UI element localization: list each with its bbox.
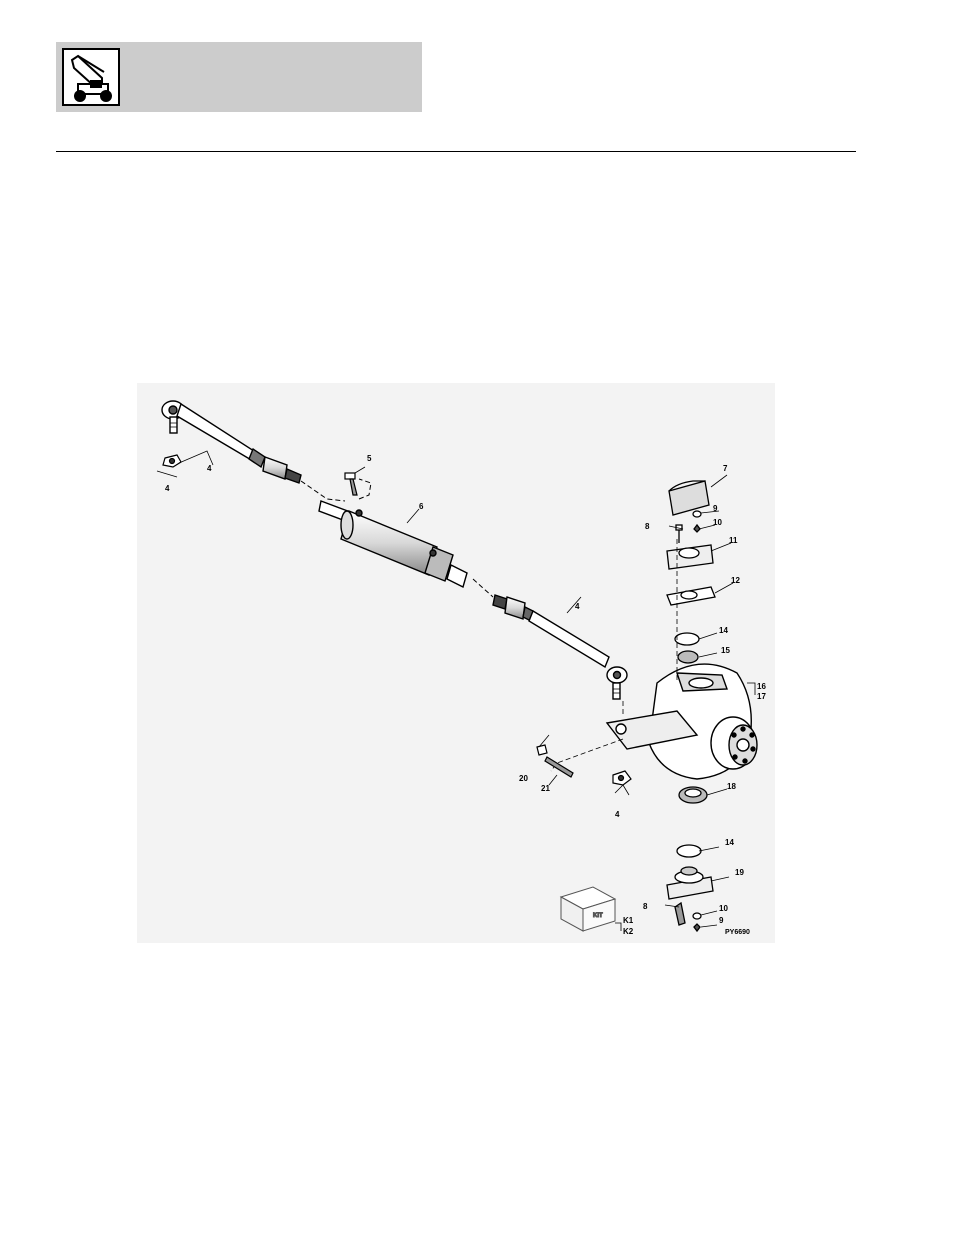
callout-5: 5 xyxy=(367,454,372,463)
steering-cylinder xyxy=(319,501,467,587)
hex-nut-left xyxy=(163,455,181,467)
callout-14-lower: 14 xyxy=(725,838,734,847)
figure-id: PY6690 xyxy=(725,929,750,936)
bearing-18 xyxy=(679,787,707,803)
callout-8-upper: 8 xyxy=(645,522,650,531)
callout-7: 7 xyxy=(723,464,728,473)
kit-box-label: KIT xyxy=(593,913,603,919)
callout-6: 6 xyxy=(419,502,424,511)
stud-21 xyxy=(545,757,573,777)
callout-10-upper: 10 xyxy=(713,518,722,527)
callout-10-lower: 10 xyxy=(719,904,728,913)
callout-4-left-upper: 4 xyxy=(207,464,212,473)
header-rule xyxy=(56,151,856,152)
callout-20: 20 xyxy=(519,774,528,783)
callout-14-upper: 14 xyxy=(719,626,728,635)
grease-fitting-20 xyxy=(537,745,547,755)
callout-9-lower: 9 xyxy=(719,916,724,925)
callout-4-lower: 4 xyxy=(615,810,620,819)
callout-8-lower: 8 xyxy=(643,902,648,911)
callout-9-upper: 9 xyxy=(713,504,718,513)
callout-12: 12 xyxy=(731,576,740,585)
callout-21: 21 xyxy=(541,784,550,793)
callout-4-left-lower: 4 xyxy=(165,484,170,493)
lower-king-pin-parts xyxy=(667,845,713,931)
kit-box-icon: KIT xyxy=(561,887,615,931)
callout-k1: K1 xyxy=(623,916,634,925)
header-band xyxy=(56,42,422,112)
right-tie-rod xyxy=(493,595,627,699)
steering-knuckle xyxy=(607,664,757,779)
left-tie-rod xyxy=(162,401,301,483)
callout-15: 15 xyxy=(721,646,730,655)
exploded-parts-diagram: KIT xyxy=(137,383,775,943)
bolt-5 xyxy=(345,473,357,495)
callout-k2: K2 xyxy=(623,927,634,936)
callout-11: 11 xyxy=(729,536,738,545)
callout-19: 19 xyxy=(735,868,744,877)
hex-nut-lower xyxy=(613,771,631,785)
callout-17: 17 xyxy=(757,692,766,701)
callout-18: 18 xyxy=(727,782,736,791)
telehandler-machine-icon xyxy=(62,48,120,106)
callout-16: 16 xyxy=(757,682,766,691)
callout-4-right: 4 xyxy=(575,602,580,611)
